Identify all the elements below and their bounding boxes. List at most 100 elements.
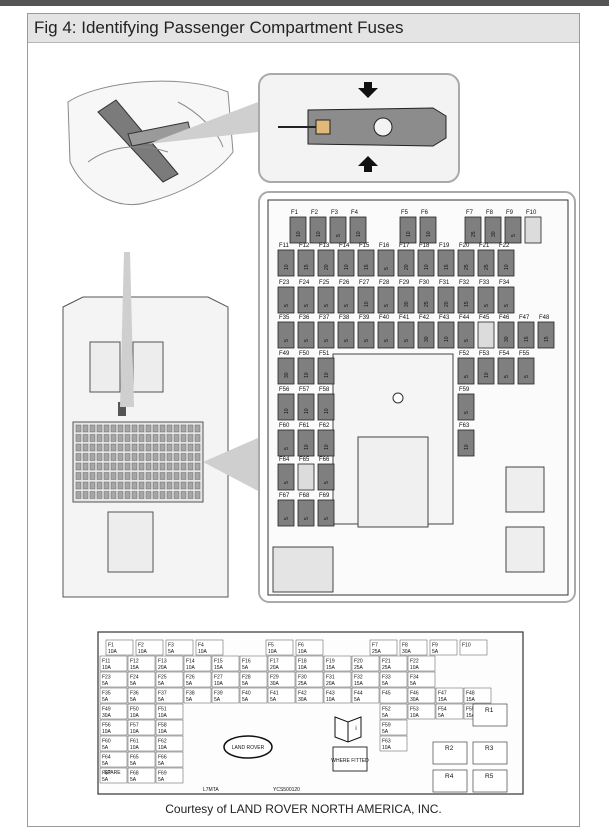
card-fuse-id: F24 (130, 675, 139, 681)
panel-fuse-body (419, 216, 437, 244)
card-fuse-amp: 5A (214, 697, 221, 703)
panel-fuse-amp: 5 (324, 481, 330, 484)
card-fuse-amp: 10A (130, 729, 140, 735)
card-fuse-id: F48 (466, 691, 475, 697)
overview-fuse-slot (152, 462, 159, 471)
card-fuse-id: F64 (102, 755, 111, 761)
panel-fuse-id: F36 (299, 315, 310, 321)
overview-fuse-slot (194, 453, 201, 461)
panel-fuse-amp: 10 (464, 444, 470, 450)
card-fuse-amp: 5A (102, 745, 109, 751)
panel-fuse-amp: 5 (384, 339, 390, 342)
panel-fuse-body (497, 357, 515, 385)
panel-fuse-id: F12 (299, 243, 310, 249)
panel-fuse-body (297, 393, 315, 421)
overview-fuse-slot (145, 434, 152, 442)
panel-fuse-id: F59 (459, 387, 470, 393)
overview-fuse-slot (173, 424, 180, 433)
overview-fuse-slot (138, 481, 145, 490)
card-fuse-id: F28 (242, 675, 251, 681)
card-fuse-amp: 25A (354, 665, 364, 671)
overview-fuse-slot (75, 462, 82, 471)
card-fuse-amp: 5A (410, 681, 417, 687)
overview-fuse-slot (75, 481, 82, 490)
card-fuse-id: F51 (158, 707, 167, 713)
card-fuse-id: F15 (214, 659, 223, 665)
panel-fuse-amp: 10 (284, 408, 290, 414)
zoom-beam-middle (120, 252, 134, 407)
overview-fuse-slot (166, 424, 173, 433)
panel-fuse-id: F57 (299, 387, 310, 393)
panel-fuse-amp: 5 (284, 304, 290, 307)
brand-logo: LAND ROVER (223, 735, 273, 759)
panel-fuse-body (504, 216, 522, 244)
overview-fuse-slot (187, 424, 194, 433)
panel-fuse-body (524, 216, 542, 244)
card-fuse-amp: 5A (186, 681, 193, 687)
card-fuse-cell: F45 (379, 687, 408, 704)
card-fuse-id: F35 (102, 691, 111, 697)
card-fuse-id: F11 (102, 659, 110, 665)
panel-fuse-id: F51 (319, 351, 330, 357)
overview-fuse-slot (173, 453, 180, 461)
overview-fuse-slot (194, 491, 201, 499)
card-fuse-id: F5 (268, 643, 274, 649)
card-fuse-id: F65 (130, 755, 139, 761)
panel-fuse-body (437, 321, 455, 349)
panel-fuse-body (477, 286, 495, 314)
card-fuse-id: F31 (326, 675, 335, 681)
overview-fuse-slot (145, 462, 152, 471)
overview-fuse-slot (152, 443, 159, 452)
card-fuse-id: F32 (354, 675, 363, 681)
card-fuse-amp: 5A (102, 681, 109, 687)
card-fuse-id: F13 (158, 659, 167, 665)
overview-fuse-slot (131, 491, 138, 499)
panel-fuse-id: F23 (279, 280, 290, 286)
card-fuse-amp: 20A (326, 681, 336, 687)
overview-fuse-slot (131, 434, 138, 442)
panel-fuse-body (417, 249, 435, 277)
overview-fuse-slot (194, 472, 201, 480)
panel-fuse-id: F32 (459, 280, 470, 286)
panel-fuse-body (277, 357, 295, 385)
card-fuse-id: F42 (298, 691, 307, 697)
panel-fuse-amp: 30 (491, 231, 497, 237)
overview-fuse-slot (75, 472, 82, 480)
panel-fuse-body (317, 321, 335, 349)
panel-fuse-body (277, 249, 295, 277)
card-fuse-amp: 15A (354, 681, 364, 687)
overview-fuse-slot (110, 424, 117, 433)
panel-fuse-body (297, 499, 315, 527)
panel-fuse-id: F7 (466, 210, 474, 216)
card-fuse-id: F46 (410, 691, 419, 697)
card-fuse-id: F10 (462, 643, 471, 649)
panel-fuse-amp: 25 (424, 301, 430, 307)
card-fuse-id: F27 (214, 675, 223, 681)
overview-fuse-slot (96, 472, 103, 480)
overview-fuse-slot (89, 491, 96, 499)
card-fuse-amp: 10A (214, 681, 224, 687)
card-fuse-id: F49 (102, 707, 111, 713)
card-fuse-amp: 5A (158, 697, 165, 703)
card-fuse-id: F6 (298, 643, 304, 649)
panel-fuse-amp: 20 (444, 301, 450, 307)
overview-fuse-slot (82, 472, 89, 480)
card-fuse-id: F55 (466, 707, 475, 713)
card-fuse-id: F36 (130, 691, 139, 697)
